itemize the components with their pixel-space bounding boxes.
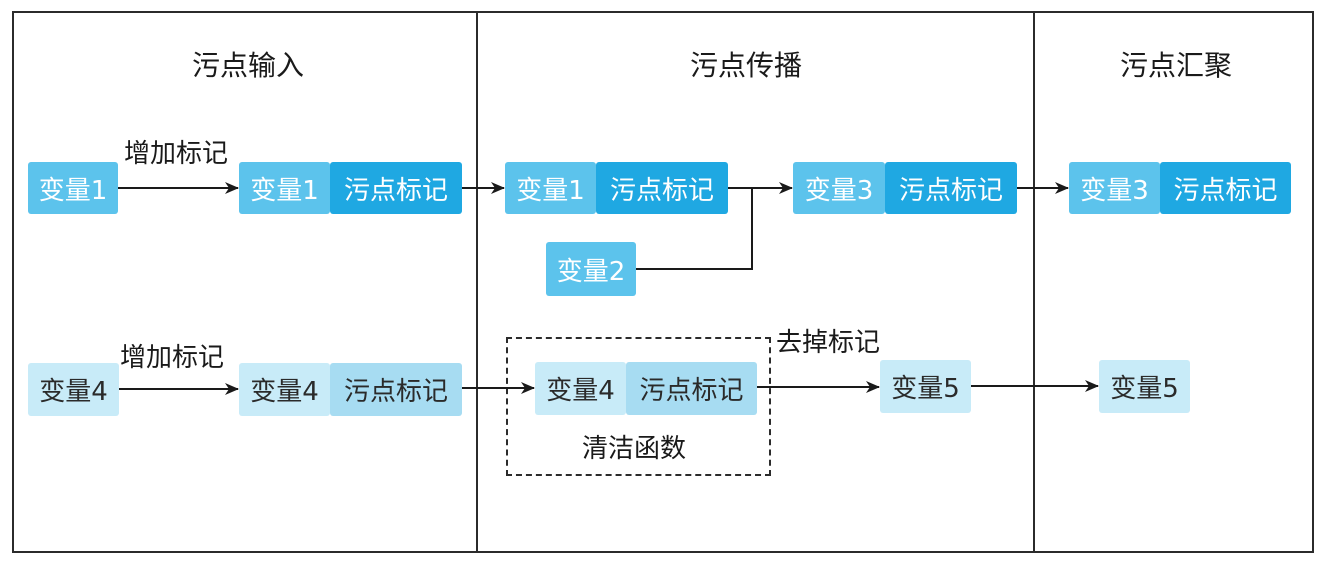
taint-mark-box-5: 污点标记 [330, 363, 462, 416]
clean-function-region [506, 337, 771, 476]
variable-4-cleaned-box: 变量4 [535, 362, 626, 415]
heading-taint-input: 污点输入 [191, 49, 305, 82]
label-remove-mark: 去掉标记 [776, 328, 881, 358]
variable-4-box: 变量4 [28, 363, 119, 416]
taint-mark-box-3: 污点标记 [885, 162, 1017, 214]
heading-taint-propagation: 污点传播 [689, 49, 803, 82]
variable-1-marked-box: 变量1 [239, 162, 330, 214]
variable-2-box: 变量2 [546, 242, 636, 296]
variable-1-propagated-box: 变量1 [505, 162, 596, 214]
label-add-mark-bottom: 增加标记 [120, 343, 225, 373]
label-clean-function: 清洁函数 [582, 434, 687, 464]
column-divider-1 [476, 11, 478, 553]
label-add-mark-top: 增加标记 [124, 139, 229, 169]
variable-5-sink-box: 变量5 [1099, 360, 1190, 413]
variable-3-box: 变量3 [793, 162, 885, 214]
column-divider-2 [1033, 11, 1035, 553]
taint-mark-box-2: 污点标记 [596, 162, 728, 214]
variable-3-sink-box: 变量3 [1069, 162, 1160, 214]
taint-mark-box-6: 污点标记 [626, 362, 757, 415]
variable-5-box: 变量5 [880, 360, 971, 413]
taint-mark-box-1: 污点标记 [330, 162, 462, 214]
connector-var2-merge [636, 188, 753, 270]
diagram-frame [12, 11, 1314, 553]
taint-mark-box-4: 污点标记 [1160, 162, 1291, 214]
heading-taint-sink: 污点汇聚 [1119, 49, 1233, 82]
variable-4-marked-box: 变量4 [239, 363, 330, 416]
variable-1-box: 变量1 [28, 162, 118, 214]
